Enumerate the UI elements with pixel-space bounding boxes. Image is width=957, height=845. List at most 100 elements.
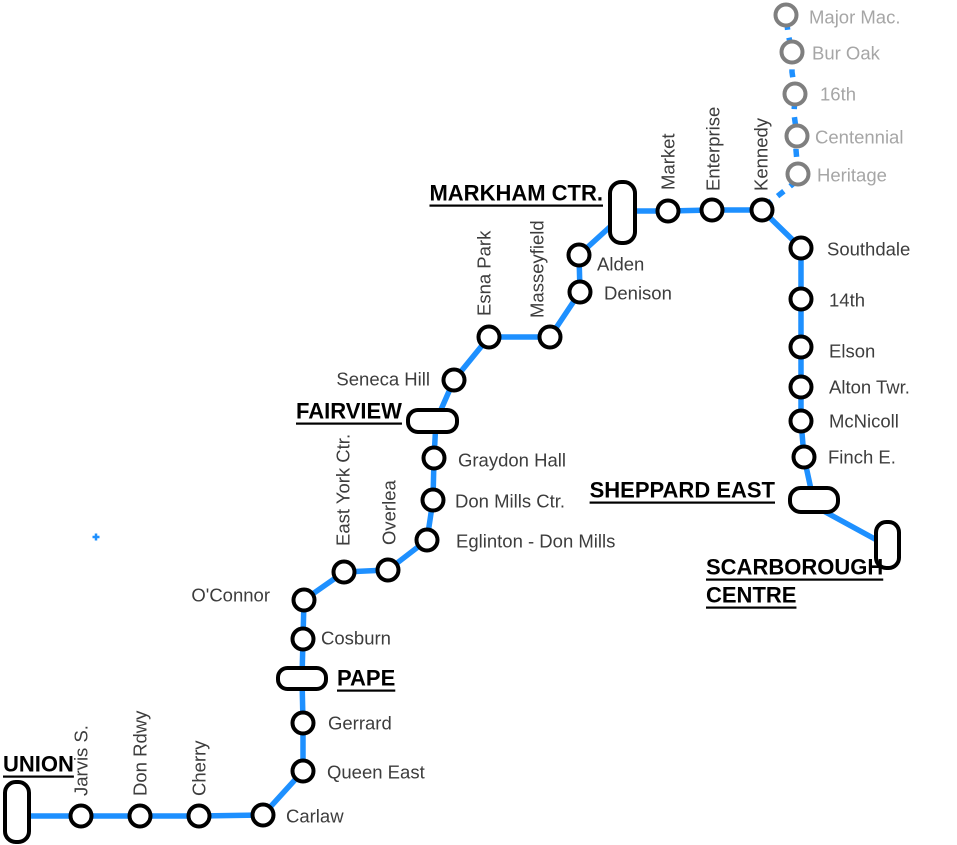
station-marker-mcnicoll [788, 408, 814, 434]
station-mcnicoll: McNicoll [788, 408, 899, 434]
station-don-mills-ctr: Don Mills Ctr. [420, 487, 565, 513]
station-major-mac: Major Mac. [773, 2, 901, 28]
station-marker-fairview [406, 408, 459, 434]
station-label-esna-park: Esna Park [474, 230, 495, 316]
station-union: UNION [3, 752, 74, 844]
station-label-alden: Alden [597, 254, 644, 275]
station-label-enterprise: Enterprise [703, 107, 724, 191]
station-label-don-mills-ctr: Don Mills Ctr. [455, 491, 565, 512]
station-carlaw: Carlaw [250, 802, 344, 828]
station-marker-graydon-hall [421, 445, 447, 471]
station-label-markham-ctr: MARKHAM CTR. [429, 181, 603, 206]
station-marker-bur-oak [779, 39, 805, 65]
station-label-major-mac: Major Mac. [809, 7, 901, 28]
station-denison: Denison [567, 279, 672, 305]
station-centennial: Centennial [784, 123, 903, 149]
station-marker-alton-twr [788, 374, 814, 400]
stray-mark [92, 533, 100, 541]
station-label-pape: PAPE [337, 666, 395, 691]
station-marker-scarborough-centre [874, 520, 901, 570]
station-southdale: Southdale [788, 235, 910, 261]
station-label-fairview: FAIRVIEW [296, 399, 402, 424]
station-marker-elson [788, 334, 814, 360]
station-elson: Elson [788, 334, 875, 362]
station-label-overlea: Overlea [379, 480, 400, 545]
station-queen-east: Queen East [290, 758, 425, 784]
station-finch-e: Finch E. [791, 444, 896, 470]
station-heritage: Heritage [785, 161, 887, 187]
station-cherry: Cherry [186, 740, 212, 829]
station-marker-queen-east [290, 758, 316, 784]
station-marker-overlea [375, 557, 401, 583]
station-enterprise: Enterprise [699, 107, 725, 223]
station-marker-alden [566, 242, 592, 268]
station-14th: 14th [788, 286, 865, 312]
station-16th: 16th [782, 81, 856, 107]
station-marker-gerrard [290, 710, 316, 736]
station-marker-esna-park [476, 324, 502, 350]
station-label-eglinton-don-mills: Eglinton - Don Mills [456, 531, 615, 552]
station-seneca-hill: Seneca Hill [336, 367, 467, 393]
station-marker-masseyfield [537, 324, 563, 350]
station-label-oconnor: O'Connor [191, 585, 270, 606]
station-bur-oak: Bur Oak [779, 39, 881, 65]
station-sheppard-east: SHEPPARD EAST [590, 478, 840, 514]
station-marker-don-rdwy [127, 803, 153, 829]
station-label-sheppard-east: SHEPPARD EAST [590, 478, 776, 503]
station-marker-oconnor [291, 587, 317, 613]
station-label-bur-oak: Bur Oak [812, 43, 881, 64]
station-marker-sheppard-east [788, 486, 840, 514]
station-marker-16th [782, 81, 808, 107]
station-marker-major-mac [773, 2, 799, 28]
station-jarvis-s: Jarvis S. [68, 725, 94, 829]
station-marker-don-mills-ctr [420, 487, 446, 513]
station-label-union: UNION [3, 752, 74, 777]
station-label-queen-east: Queen East [327, 762, 425, 783]
station-don-rdwy: Don Rdwy [127, 710, 153, 829]
station-label-southdale: Southdale [827, 239, 910, 260]
station-label-east-york-ctr: East York Ctr. [333, 434, 354, 546]
station-label-scarborough-centre: CENTRE [706, 583, 796, 608]
station-overlea: Overlea [375, 480, 401, 583]
station-gerrard: Gerrard [290, 710, 392, 736]
station-marker-pape [276, 666, 328, 691]
station-marker-centennial [784, 123, 810, 149]
station-label-kennedy: Kennedy [751, 117, 772, 191]
station-marker-kennedy [749, 197, 775, 223]
station-markham-ctr: MARKHAM CTR. [429, 180, 637, 245]
station-label-centennial: Centennial [815, 127, 903, 148]
station-label-market: Market [658, 133, 679, 190]
station-fairview: FAIRVIEW [296, 399, 459, 434]
station-label-heritage: Heritage [817, 165, 887, 186]
station-marker-cherry [186, 803, 212, 829]
station-marker-finch-e [791, 444, 817, 470]
station-alden: Alden [566, 242, 644, 275]
station-label-finch-e: Finch E. [828, 447, 896, 468]
station-east-york-ctr: East York Ctr. [331, 434, 357, 585]
station-marker-14th [788, 286, 814, 312]
station-marker-heritage [785, 161, 811, 187]
station-label-scarborough-centre: SCARBOROUGH [706, 555, 883, 580]
station-label-carlaw: Carlaw [286, 806, 344, 827]
station-graydon-hall: Graydon Hall [421, 445, 566, 471]
station-marker-enterprise [699, 197, 725, 223]
station-label-don-rdwy: Don Rdwy [130, 710, 151, 796]
station-label-denison: Denison [604, 283, 672, 304]
station-marker-denison [567, 279, 593, 305]
station-oconnor: O'Connor [191, 585, 317, 613]
station-marker-southdale [788, 235, 814, 261]
station-label-alton-twr: Alton Twr. [829, 377, 910, 398]
station-label-mcnicoll: McNicoll [829, 411, 899, 432]
station-label-cosburn: Cosburn [321, 628, 391, 649]
station-marker-jarvis-s [68, 803, 94, 829]
station-alton-twr: Alton Twr. [788, 374, 910, 400]
station-marker-seneca-hill [441, 367, 467, 393]
station-marker-eglinton-don-mills [414, 527, 440, 553]
station-label-cherry: Cherry [189, 740, 210, 796]
station-label-14th: 14th [829, 290, 865, 311]
station-marker-cosburn [290, 626, 316, 652]
station-label-16th: 16th [820, 84, 856, 105]
station-label-elson: Elson [829, 341, 875, 362]
station-marker-carlaw [250, 802, 276, 828]
